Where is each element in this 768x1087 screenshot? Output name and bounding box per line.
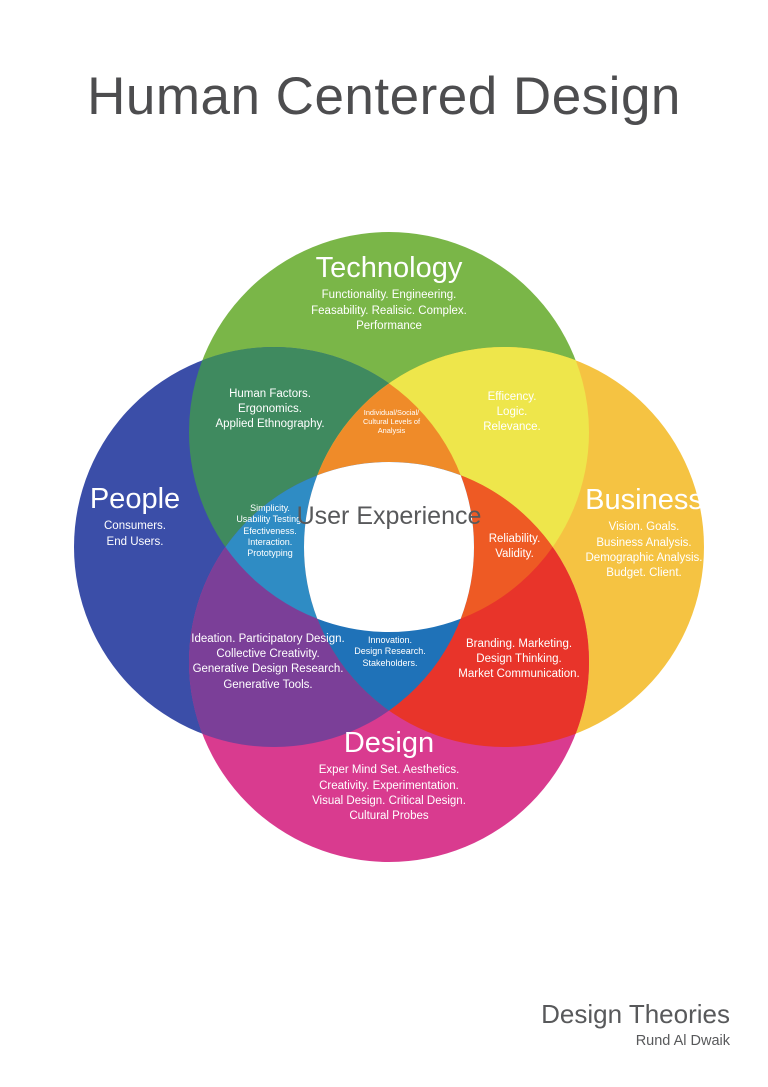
label-design[interactable]: Design Exper Mind Set. Aesthetics. Creat… (249, 728, 529, 824)
label-people-design-overlap[interactable]: Ideation. Participatory Design. Collecti… (163, 632, 373, 693)
label-technology-people-overlap[interactable]: Human Factors. Ergonomics. Applied Ethno… (170, 387, 370, 433)
label-design-body: Exper Mind Set. Aesthetics. Creativity. … (312, 764, 466, 822)
label-people-body: Consumers. End Users. (104, 520, 166, 548)
label-technology-people-business-body: Individual/Social/ Cultural Levels of An… (362, 408, 421, 436)
footer: Design Theories Rund Al Dwaik (541, 999, 730, 1049)
label-people-technology-design-overlap[interactable]: Simplicity. Usability Testing. Efectiven… (200, 503, 340, 560)
label-technology-people-business-overlap[interactable]: Individual/Social/ Cultural Levels of An… (329, 408, 454, 435)
footer-title: Design Theories (541, 999, 730, 1030)
label-people-design-business-body: Innovation. Design Research. Stakeholder… (354, 635, 426, 668)
label-business-heading: Business (585, 484, 703, 516)
venn-diagram: Technology Functionality. Engineering. F… (0, 205, 768, 895)
label-people-design-business-overlap[interactable]: Innovation. Design Research. Stakeholder… (330, 635, 450, 669)
label-people-technology-design-body: Simplicity. Usability Testing. Efectiven… (236, 503, 304, 559)
label-technology[interactable]: Technology Functionality. Engineering. F… (249, 253, 529, 334)
label-business-technology-design-body: Reliability. Validity. (488, 533, 541, 561)
label-business[interactable]: Business Vision. Goals. Business Analysi… (528, 485, 760, 581)
label-business-technology-design-overlap[interactable]: Reliability. Validity. (452, 532, 577, 562)
label-design-business-overlap[interactable]: Branding. Marketing. Design Thinking. Ma… (424, 637, 614, 683)
label-technology-business-overlap[interactable]: Efficency. Logic. Relevance. (432, 390, 592, 436)
page-title: Human Centered Design (87, 67, 681, 126)
label-technology-body: Functionality. Engineering. Feasability.… (311, 289, 467, 332)
label-technology-people-body: Human Factors. Ergonomics. Applied Ethno… (215, 388, 325, 431)
region-center-user-experience[interactable] (0, 205, 768, 895)
venn-svg (0, 205, 768, 895)
label-design-heading: Design (343, 727, 435, 759)
label-business-body: Vision. Goals. Business Analysis. Demogr… (585, 521, 703, 579)
label-people[interactable]: People Consumers. End Users. (20, 484, 250, 550)
label-people-heading: People (89, 483, 181, 515)
label-user-experience[interactable]: User Experience (296, 502, 482, 530)
label-people-design-body: Ideation. Participatory Design. Collecti… (191, 633, 345, 691)
venn-labels: Technology Functionality. Engineering. F… (0, 205, 768, 895)
footer-author: Rund Al Dwaik (635, 1033, 730, 1049)
label-design-business-body: Branding. Marketing. Design Thinking. Ma… (458, 638, 580, 681)
label-technology-business-body: Efficency. Logic. Relevance. (483, 391, 541, 434)
label-technology-heading: Technology (315, 252, 463, 284)
